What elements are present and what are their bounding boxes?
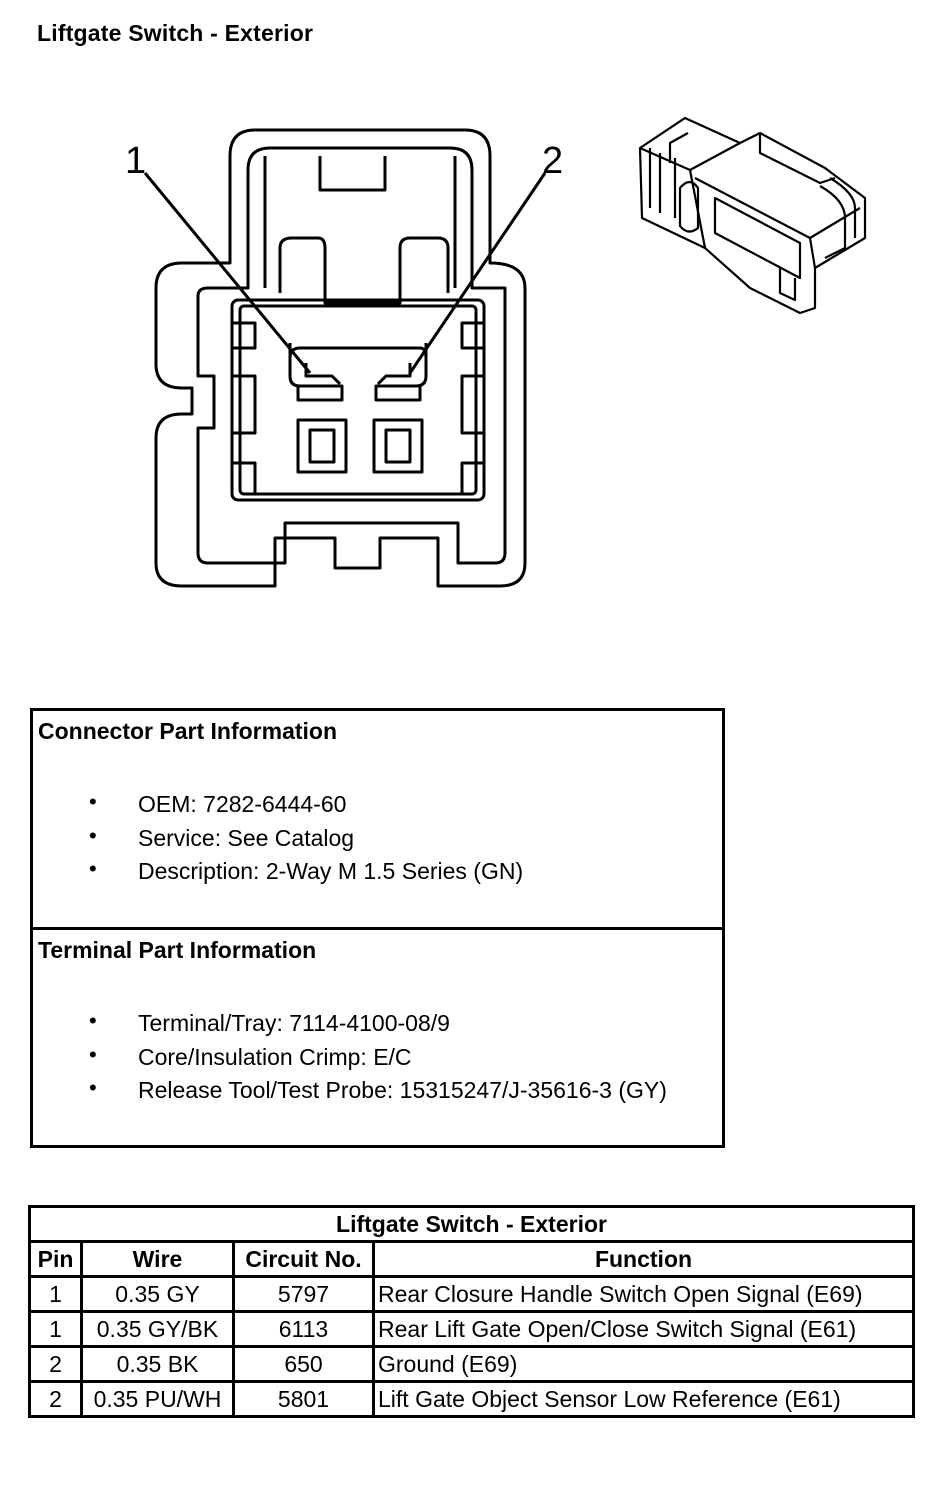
circuit-cell: 650 (232, 1345, 375, 1383)
bullet-icon: • (89, 856, 97, 881)
table-row: 1 0.35 GY 5797 Rear Closure Handle Switc… (28, 1275, 915, 1313)
terminal-window-1 (296, 418, 348, 474)
terminal-part-info-heading: Terminal Part Information (38, 937, 317, 963)
pinout-table: Liftgate Switch - Exterior Pin Wire Circ… (28, 1205, 915, 1418)
part-information-box: Connector Part Information •OEM: 7282-64… (30, 708, 725, 1148)
bullet-icon: • (89, 1041, 97, 1067)
connector-cavity-block (278, 236, 450, 305)
pin-2-leader (408, 172, 547, 374)
connector-cavity-frame-inner (238, 304, 478, 496)
bullet-icon: • (89, 1008, 97, 1033)
connector-isometric-diagram (638, 116, 867, 315)
column-header-circuit: Circuit No. (232, 1240, 375, 1278)
pin-cell: 1 (28, 1310, 83, 1348)
terminal-part-info: Terminal Part Information •Terminal/Tray… (33, 927, 722, 1145)
function-cell: Lift Gate Object Sensor Low Reference (E… (372, 1380, 915, 1418)
pin-cell: 2 (28, 1380, 83, 1418)
column-header-wire: Wire (80, 1240, 235, 1278)
bullet-icon: • (89, 789, 97, 814)
pin-label-2: 2 (542, 140, 563, 182)
function-cell: Rear Closure Handle Switch Open Signal (… (372, 1275, 915, 1313)
circuit-cell: 6113 (232, 1310, 375, 1348)
wire-cell: 0.35 PU/WH (80, 1380, 235, 1418)
iso-body-top (638, 116, 867, 315)
bullet-icon: • (89, 822, 97, 848)
page-title: Liftgate Switch - Exterior (37, 20, 314, 46)
table-row: 1 0.35 GY/BK 6113 Rear Lift Gate Open/Cl… (28, 1310, 915, 1348)
wire-cell: 0.35 GY (80, 1275, 235, 1313)
table-row: 2 0.35 PU/WH 5801 Lift Gate Object Senso… (28, 1380, 915, 1418)
table-header-row: Pin Wire Circuit No. Function (28, 1240, 915, 1278)
terminal-window-2 (372, 418, 424, 474)
pin-1-leader (143, 172, 312, 374)
pin-cell: 1 (28, 1275, 83, 1313)
function-cell: Rear Lift Gate Open/Close Switch Signal … (372, 1310, 915, 1348)
pin-label-1: 1 (125, 140, 146, 182)
table-title: Liftgate Switch - Exterior (28, 1205, 915, 1243)
column-header-pin: Pin (28, 1240, 83, 1278)
wire-cell: 0.35 GY/BK (80, 1310, 235, 1348)
wire-cell: 0.35 BK (80, 1345, 235, 1383)
pin-cell: 2 (28, 1345, 83, 1383)
table-row: 2 0.35 BK 650 Ground (E69) (28, 1345, 915, 1383)
connector-latch (263, 156, 457, 288)
terminal-cavity-2 (374, 343, 428, 402)
connector-cavity-frame (230, 298, 486, 502)
connector-face-diagram: 1 2 (125, 128, 563, 588)
connector-part-info-heading: Connector Part Information (38, 718, 338, 744)
circuit-cell: 5797 (232, 1275, 375, 1313)
terminal-cavity-1 (288, 343, 344, 402)
connector-inner-shell (196, 146, 507, 565)
bullet-icon: • (89, 1075, 97, 1100)
table-title-row: Liftgate Switch - Exterior (28, 1205, 915, 1243)
connector-part-info: Connector Part Information •OEM: 7282-64… (38, 718, 524, 884)
connector-outer-shell (154, 128, 527, 588)
function-cell: Ground (E69) (372, 1345, 915, 1383)
column-header-function: Function (372, 1240, 915, 1278)
circuit-cell: 5801 (232, 1380, 375, 1418)
